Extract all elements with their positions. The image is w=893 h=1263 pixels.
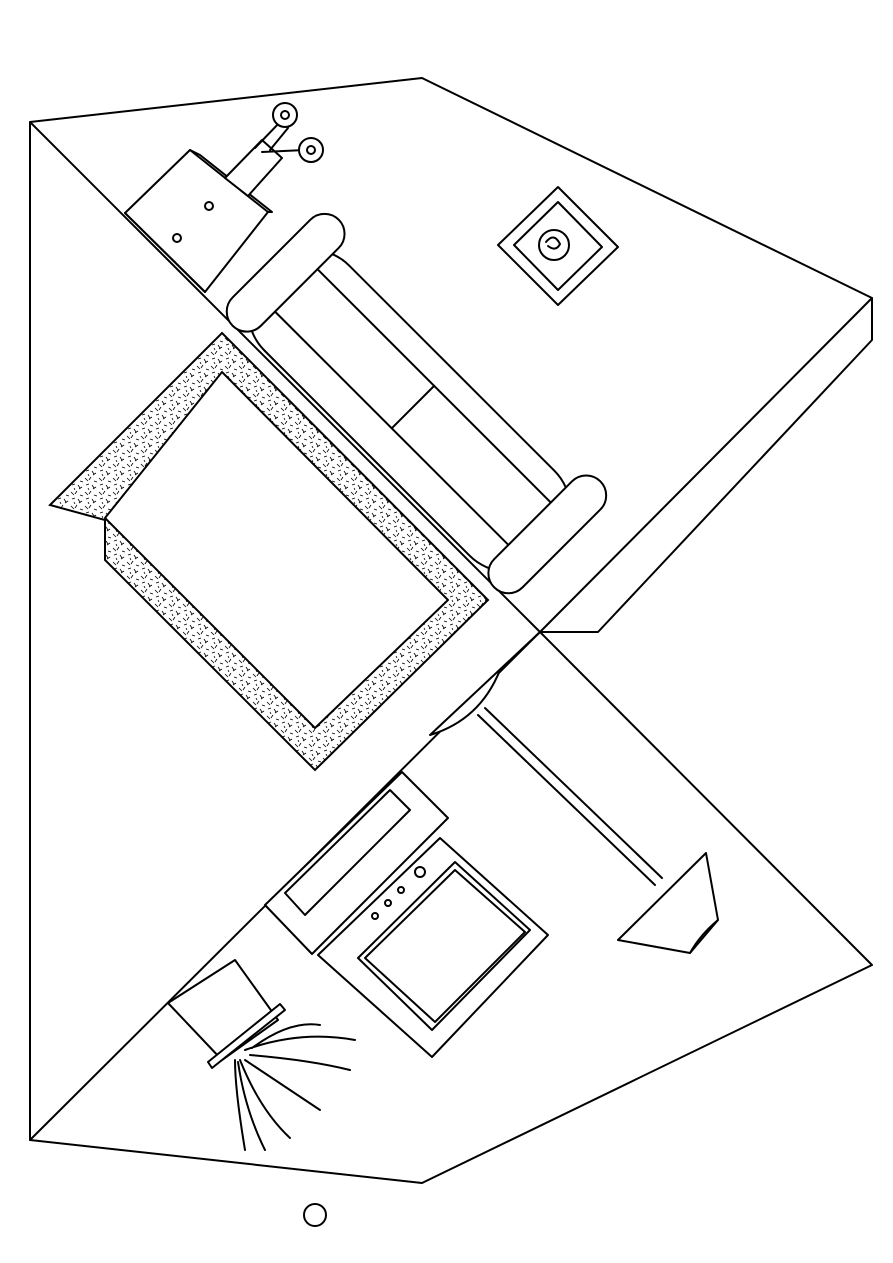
flower-vase-icon — [224, 102, 324, 197]
rug-icon — [48, 331, 490, 772]
dresser-icon — [124, 149, 273, 293]
tv-stand-icon — [264, 771, 549, 1058]
sofa-icon — [225, 212, 608, 595]
potted-plant-icon — [167, 959, 356, 1151]
framed-rose-picture-icon — [497, 186, 619, 306]
circle-marker-icon — [303, 1203, 327, 1227]
floor-lamp-icon — [429, 631, 719, 954]
